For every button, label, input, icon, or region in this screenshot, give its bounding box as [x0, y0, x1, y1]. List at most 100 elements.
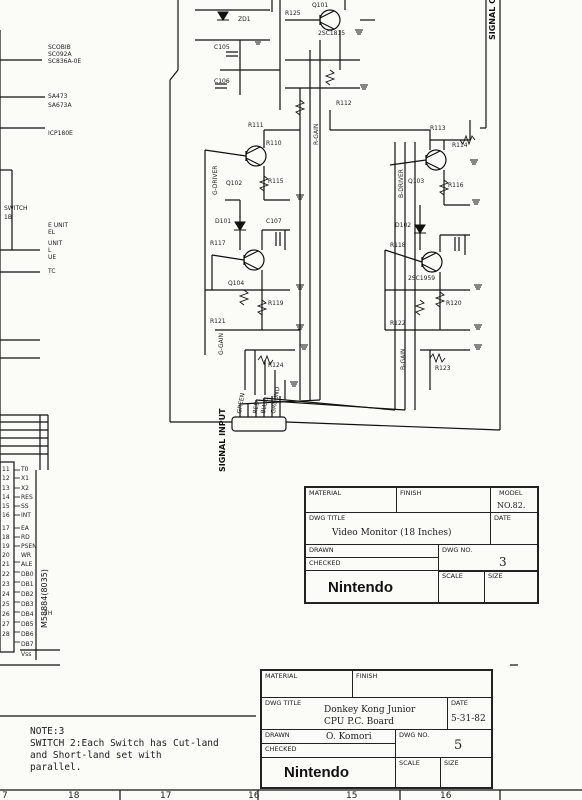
monitor-size-label: SIZE — [488, 572, 503, 580]
cpu-title-block: MATERIAL FINISH DWG TITLE Donkey Kong Ju… — [260, 669, 493, 789]
ruler-mark-5: 16 — [440, 791, 452, 800]
monitor-scale-cell: SCALE — [438, 570, 485, 603]
component-r112: R112 — [336, 100, 352, 107]
pin-ale: ALE — [21, 561, 33, 568]
ruler-mark-3: 16 — [248, 791, 260, 800]
monitor-size-cell: SIZE — [484, 570, 538, 603]
monitor-model-value: NO.82. — [497, 501, 526, 510]
component-r121: R121 — [210, 318, 226, 325]
pin-num-9: 20 — [2, 552, 10, 559]
monitor-model-cell: MODEL NO.82. — [490, 487, 538, 513]
pin-db7: DB7 — [21, 641, 34, 648]
cpu-dwg-no-label: DWG NO. — [399, 731, 430, 739]
component-r113: R113 — [430, 125, 446, 132]
cpu-date-label: DATE — [451, 699, 468, 707]
cpu-checked-cell: CHECKED — [261, 743, 396, 758]
pin-db2: DB2 — [21, 591, 34, 598]
monitor-dwg-no-cell: DWG NO. 3 — [438, 544, 538, 572]
monitor-drawn-cell: DRAWN — [305, 544, 439, 558]
r-gain-label: R-GAIN — [313, 123, 320, 145]
component-2sc1959: 2SC1959 — [408, 275, 436, 282]
cpu-scale-label: SCALE — [399, 759, 420, 767]
pin-ss: SS — [21, 503, 29, 510]
cpu-nintendo-logo: Nintendo — [284, 764, 349, 781]
component-r124: R124 — [268, 362, 284, 369]
pin-num-1: 12 — [2, 475, 10, 482]
cpu-dwg-title-line2: CPU P.C. Board — [324, 717, 395, 727]
pin-db6: DB6 — [21, 631, 34, 638]
left-label-10: UE — [48, 254, 57, 261]
pin-num-15: 26 — [2, 611, 10, 618]
left-label-3: SA473 — [48, 93, 68, 100]
component-r116: R116 — [448, 182, 464, 189]
b-driver-label: B-DRIVER — [398, 169, 405, 198]
left-label-2: SC836A-0E — [48, 58, 82, 65]
pin-num-0: 11 — [2, 466, 10, 473]
pin-x2: X2 — [21, 485, 29, 492]
component-2sc1815: 2SC1815 — [318, 30, 346, 37]
pin-rd: RD — [21, 534, 30, 541]
cpu-brand-cell: Nintendo — [261, 757, 396, 788]
component-r114: R114 — [452, 142, 468, 149]
pin-num-7: 18 — [2, 534, 10, 541]
component-zd1: ZD1 — [238, 16, 251, 23]
cpu-dwg-no-value: 5 — [454, 738, 463, 753]
left-label-8: UNIT — [48, 240, 63, 247]
signal-input-label: SIGNAL INPUT — [218, 408, 227, 472]
note-line1: SWITCH 2:Each Switch has Cut-land — [30, 738, 219, 749]
g-driver-label: G-DRIVER — [212, 165, 219, 195]
pin-num-18: 7H — [44, 610, 53, 617]
pin-db0: DB0 — [21, 571, 34, 578]
monitor-dwg-no-value: 3 — [499, 555, 507, 569]
pin-num-5: 16 — [2, 512, 10, 519]
pin-num-12: 23 — [2, 581, 10, 588]
pin-num-3: 14 — [2, 494, 10, 501]
pin-num-16: 27 — [2, 621, 10, 628]
ruler-mark-1: 18 — [68, 791, 80, 800]
component-q102: Q102 — [226, 180, 243, 187]
cpu-dwg-title-line1: Donkey Kong Junior — [324, 705, 416, 715]
left-label-12: SWITCH — [4, 205, 28, 212]
component-c105: C105 — [214, 44, 230, 51]
cpu-date-value: 5-31-82 — [451, 714, 486, 724]
note-title: NOTE:3 — [30, 726, 65, 737]
cpu-material-label: MATERIAL — [265, 672, 298, 680]
component-r119: R119 — [268, 300, 284, 307]
component-r123: R123 — [435, 365, 451, 372]
cpu-dwg-title-cell: DWG TITLE Donkey Kong Junior CPU P.C. Bo… — [261, 697, 448, 730]
cpu-size-cell: SIZE — [440, 757, 492, 788]
monitor-date-label: DATE — [494, 514, 511, 522]
left-label-13: 1B — [4, 214, 12, 221]
monitor-model-label: MODEL — [499, 489, 523, 497]
component-d101: D101 — [215, 218, 232, 225]
cpu-dwg-no-cell: DWG NO. 5 — [395, 729, 492, 758]
pin-vss: Vss — [21, 651, 32, 658]
component-r115: R115 — [268, 178, 284, 185]
pin-num-10: 21 — [2, 561, 10, 568]
note-line3: parallel. — [30, 762, 82, 773]
cpu-scale-cell: SCALE — [395, 757, 441, 788]
monitor-brand-cell: Nintendo — [305, 570, 439, 603]
ruler-mark-4: 15 — [346, 791, 358, 800]
pin-num-4: 15 — [2, 503, 10, 510]
pin-num-13: 24 — [2, 591, 10, 598]
component-r125: R125 — [285, 10, 301, 17]
pin-int: INT — [21, 512, 31, 519]
component-c106: C106 — [214, 78, 230, 85]
pin-num-17: 28 — [2, 631, 10, 638]
cpu-size-label: SIZE — [444, 759, 459, 767]
monitor-dwg-title-value: Video Monitor (18 Inches) — [332, 528, 452, 538]
cpu-drawn-label: DRAWN — [265, 731, 290, 739]
monitor-nintendo-logo: Nintendo — [328, 579, 393, 596]
monitor-scale-label: SCALE — [442, 572, 463, 580]
pin-ea: EA — [21, 525, 29, 532]
cpu-finish-label: FINISH — [356, 672, 378, 680]
g-gain-label: G-GAIN — [218, 332, 225, 355]
ruler-mark-0: 7 — [2, 791, 8, 800]
monitor-title-block: MATERIAL FINISH MODEL NO.82. DWG TITLE V… — [304, 486, 539, 604]
pin-num-11: 22 — [2, 571, 10, 578]
ic-8035-label: M58884(8035) — [40, 569, 49, 628]
component-c107: C107 — [266, 218, 282, 225]
left-label-0: SCOBIB — [48, 44, 71, 51]
